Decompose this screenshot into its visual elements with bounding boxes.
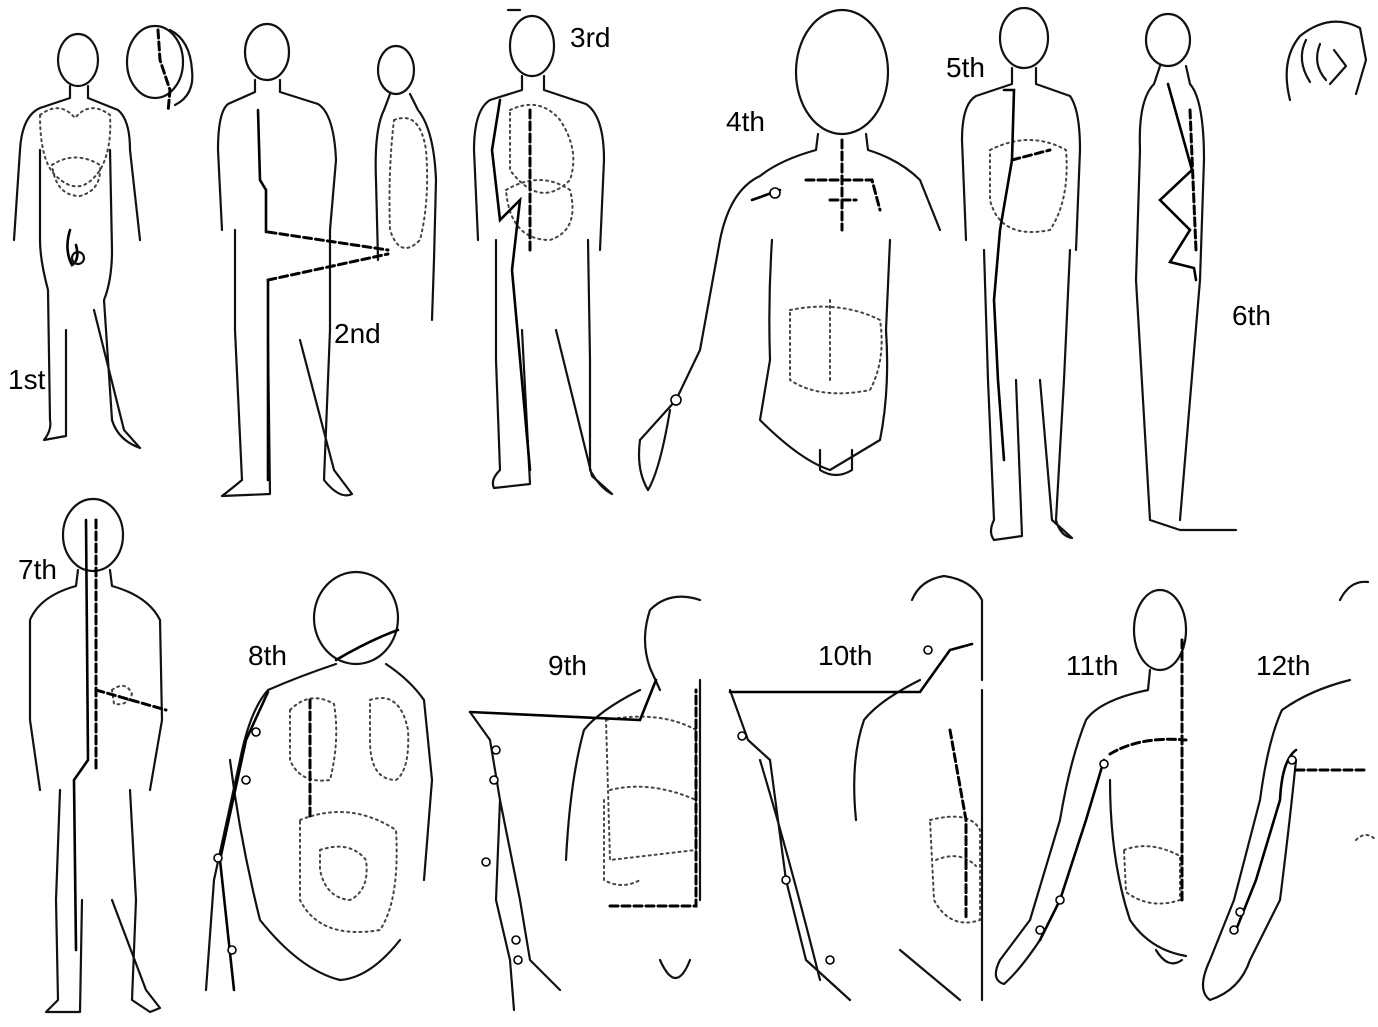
label-1st: 1st	[8, 366, 45, 394]
figure-6-side	[1136, 14, 1236, 530]
figure-12-front	[1203, 582, 1376, 1000]
label-8th: 8th	[248, 642, 287, 670]
label-4th: 4th	[726, 108, 765, 136]
label-3rd: 3rd	[570, 24, 610, 52]
label-5th: 5th	[946, 54, 985, 82]
figure-2-side	[376, 46, 436, 320]
figure-6-head	[1287, 22, 1366, 100]
figure-4-front	[639, 10, 940, 490]
figure-1-head	[127, 26, 192, 112]
label-7th: 7th	[18, 556, 57, 584]
label-6th: 6th	[1232, 302, 1271, 330]
label-12th: 12th	[1256, 652, 1311, 680]
channel-2-link	[268, 232, 388, 280]
figure-3-front	[474, 10, 612, 494]
label-9th: 9th	[548, 652, 587, 680]
figure-2-front	[218, 24, 352, 496]
label-10th: 10th	[818, 642, 873, 670]
figure-5-front	[962, 8, 1080, 540]
label-2nd: 2nd	[334, 320, 381, 348]
figure-8-front	[206, 572, 432, 990]
label-11th: 11th	[1066, 652, 1118, 680]
